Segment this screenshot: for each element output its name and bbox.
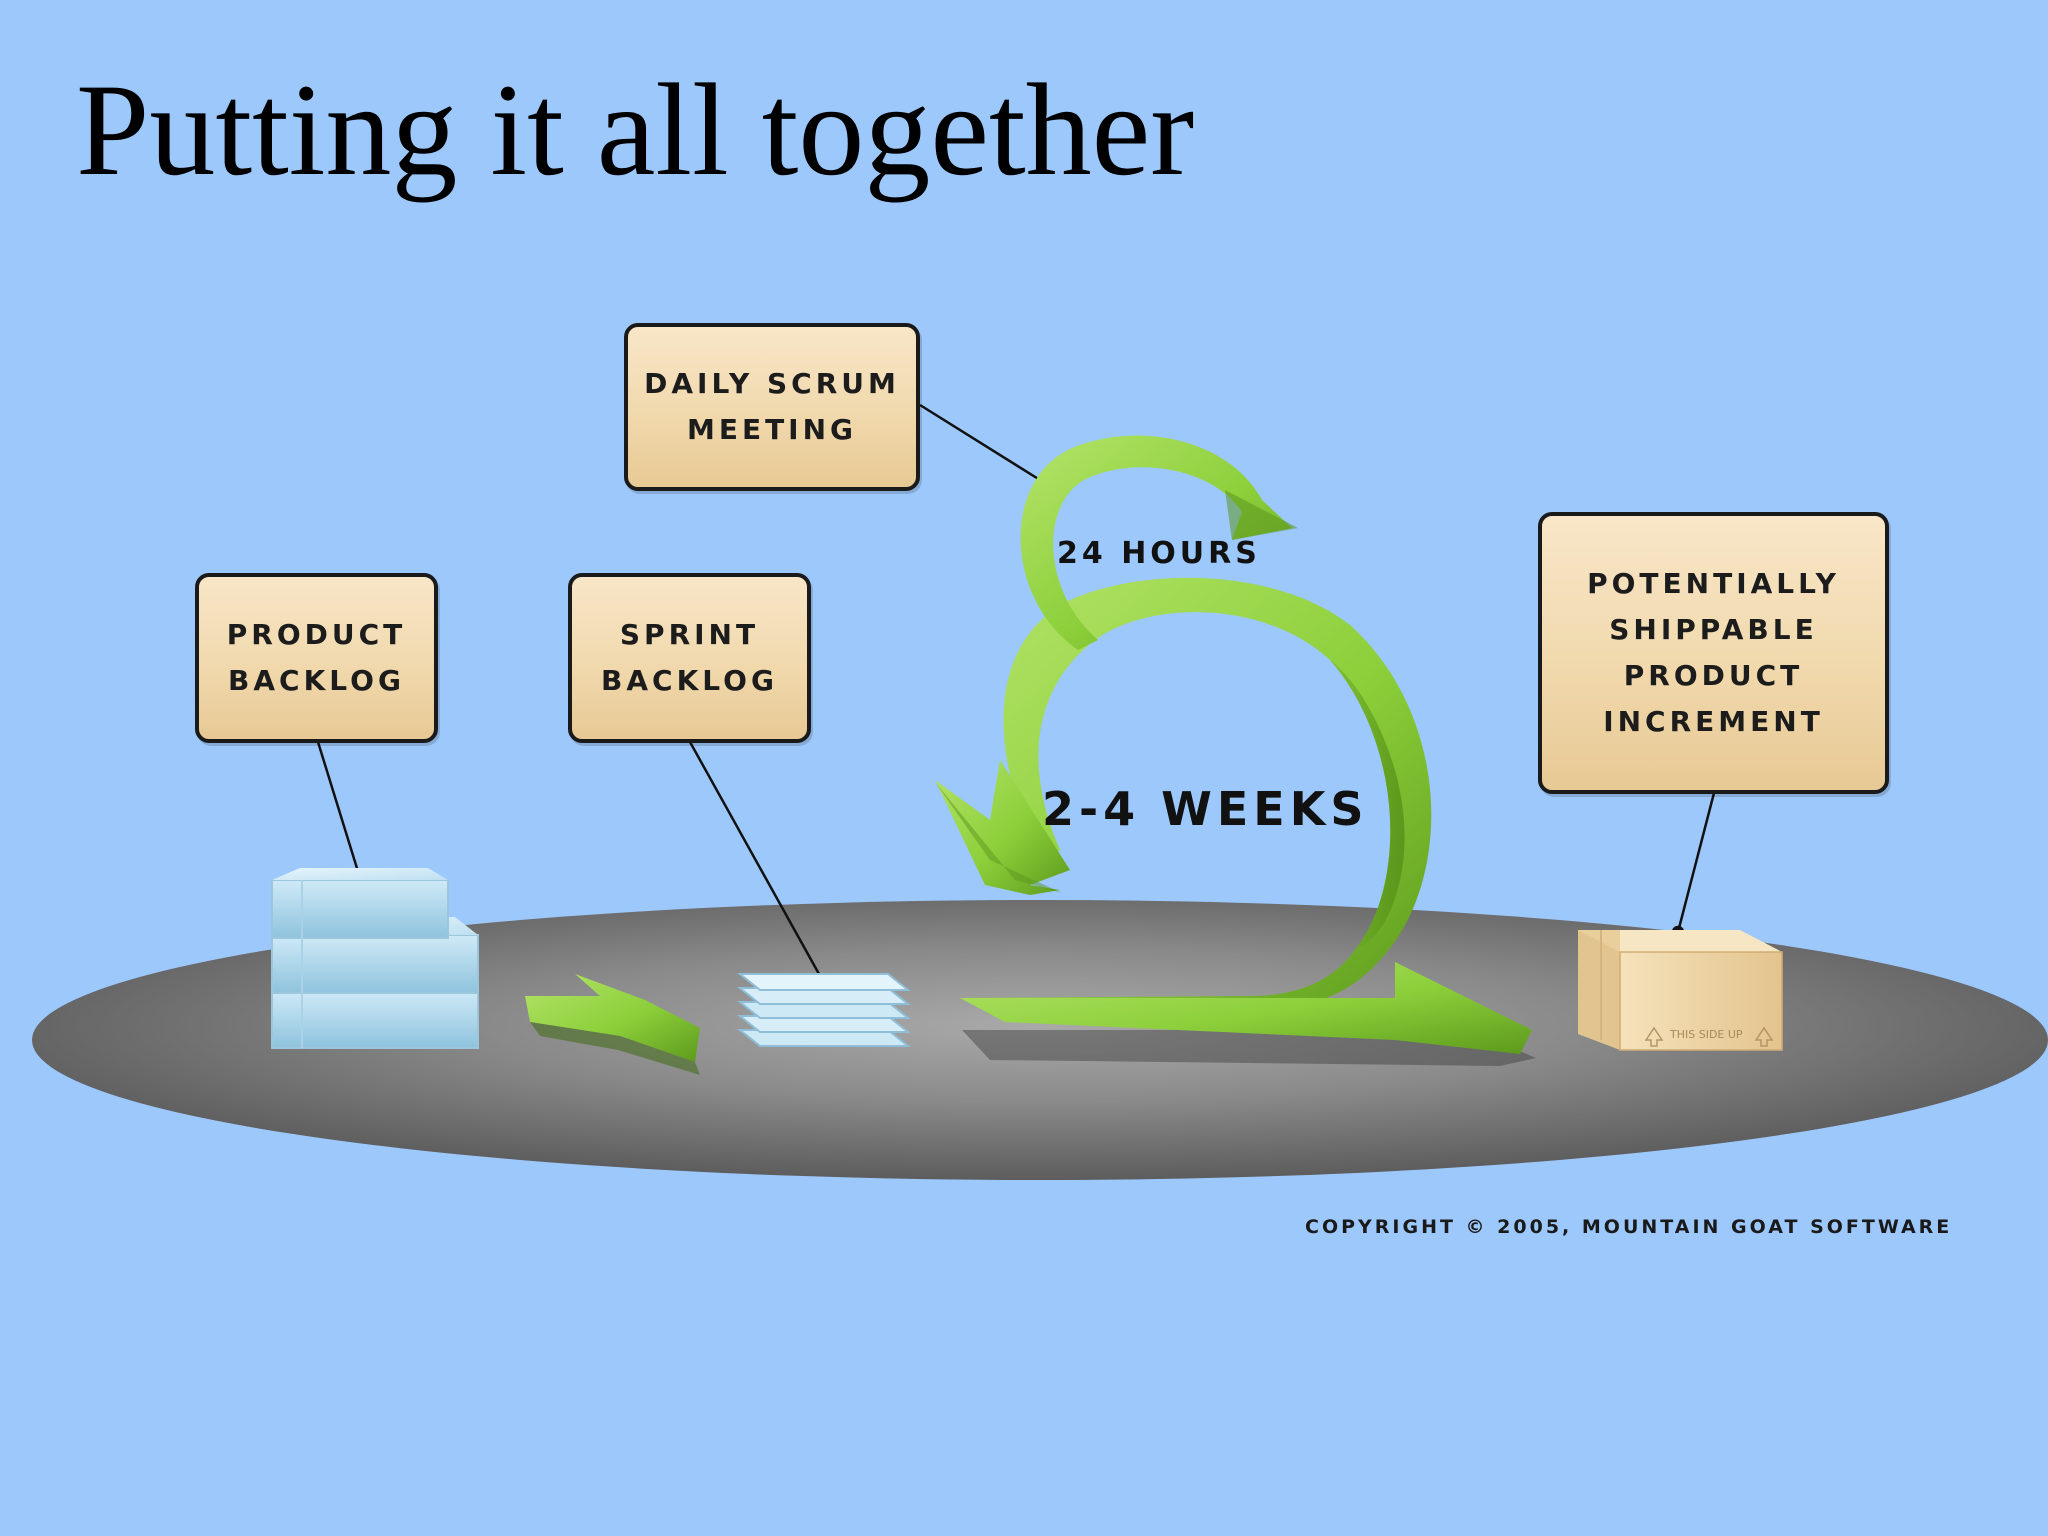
copyright-notice: Copyright © 2005, Mountain Goat Software xyxy=(1305,1216,1953,1238)
daily-scrum-line-1: Daily Scrum xyxy=(644,367,900,400)
flow-arrow-small xyxy=(525,974,700,1075)
daily-cycle-arrow xyxy=(1020,435,1298,650)
page-title: Putting it all together xyxy=(76,56,1195,203)
product-backlog-callout: Product Backlog xyxy=(195,573,438,743)
daily-scrum-line-2: Meeting xyxy=(686,413,858,446)
shippable-increment-callout: Potentially Shippable Product Increment xyxy=(1538,512,1889,794)
daily-cycle-label: 24 Hours xyxy=(1057,536,1261,571)
daily-scrum-callout: Daily Scrum Meeting xyxy=(624,323,920,491)
shipping-box: THIS SIDE UP xyxy=(1578,930,1783,1051)
sprint-backlog-line-1: Sprint xyxy=(619,618,760,651)
sprint-backlog-line-2: Backlog xyxy=(601,664,778,697)
product-backlog-line-2: Backlog xyxy=(228,664,405,697)
product-backlog-stack xyxy=(271,868,479,1049)
shippable-line-3: Product xyxy=(1623,659,1804,692)
shippable-line-2: Shippable xyxy=(1609,613,1818,646)
sprint-backlog-callout: Sprint Backlog xyxy=(568,573,811,743)
sprint-backlog-stack xyxy=(737,973,911,1047)
this-side-up-label: THIS SIDE UP xyxy=(1669,1028,1743,1041)
shippable-line-4: Increment xyxy=(1603,705,1824,738)
shippable-line-1: Potentially xyxy=(1587,567,1840,600)
product-backlog-line-1: Product xyxy=(226,618,407,651)
sprint-cycle-label: 2-4 Weeks xyxy=(1042,782,1369,836)
sprint-cycle-arrow xyxy=(935,577,1536,1066)
platform-ellipse xyxy=(32,900,2048,1180)
